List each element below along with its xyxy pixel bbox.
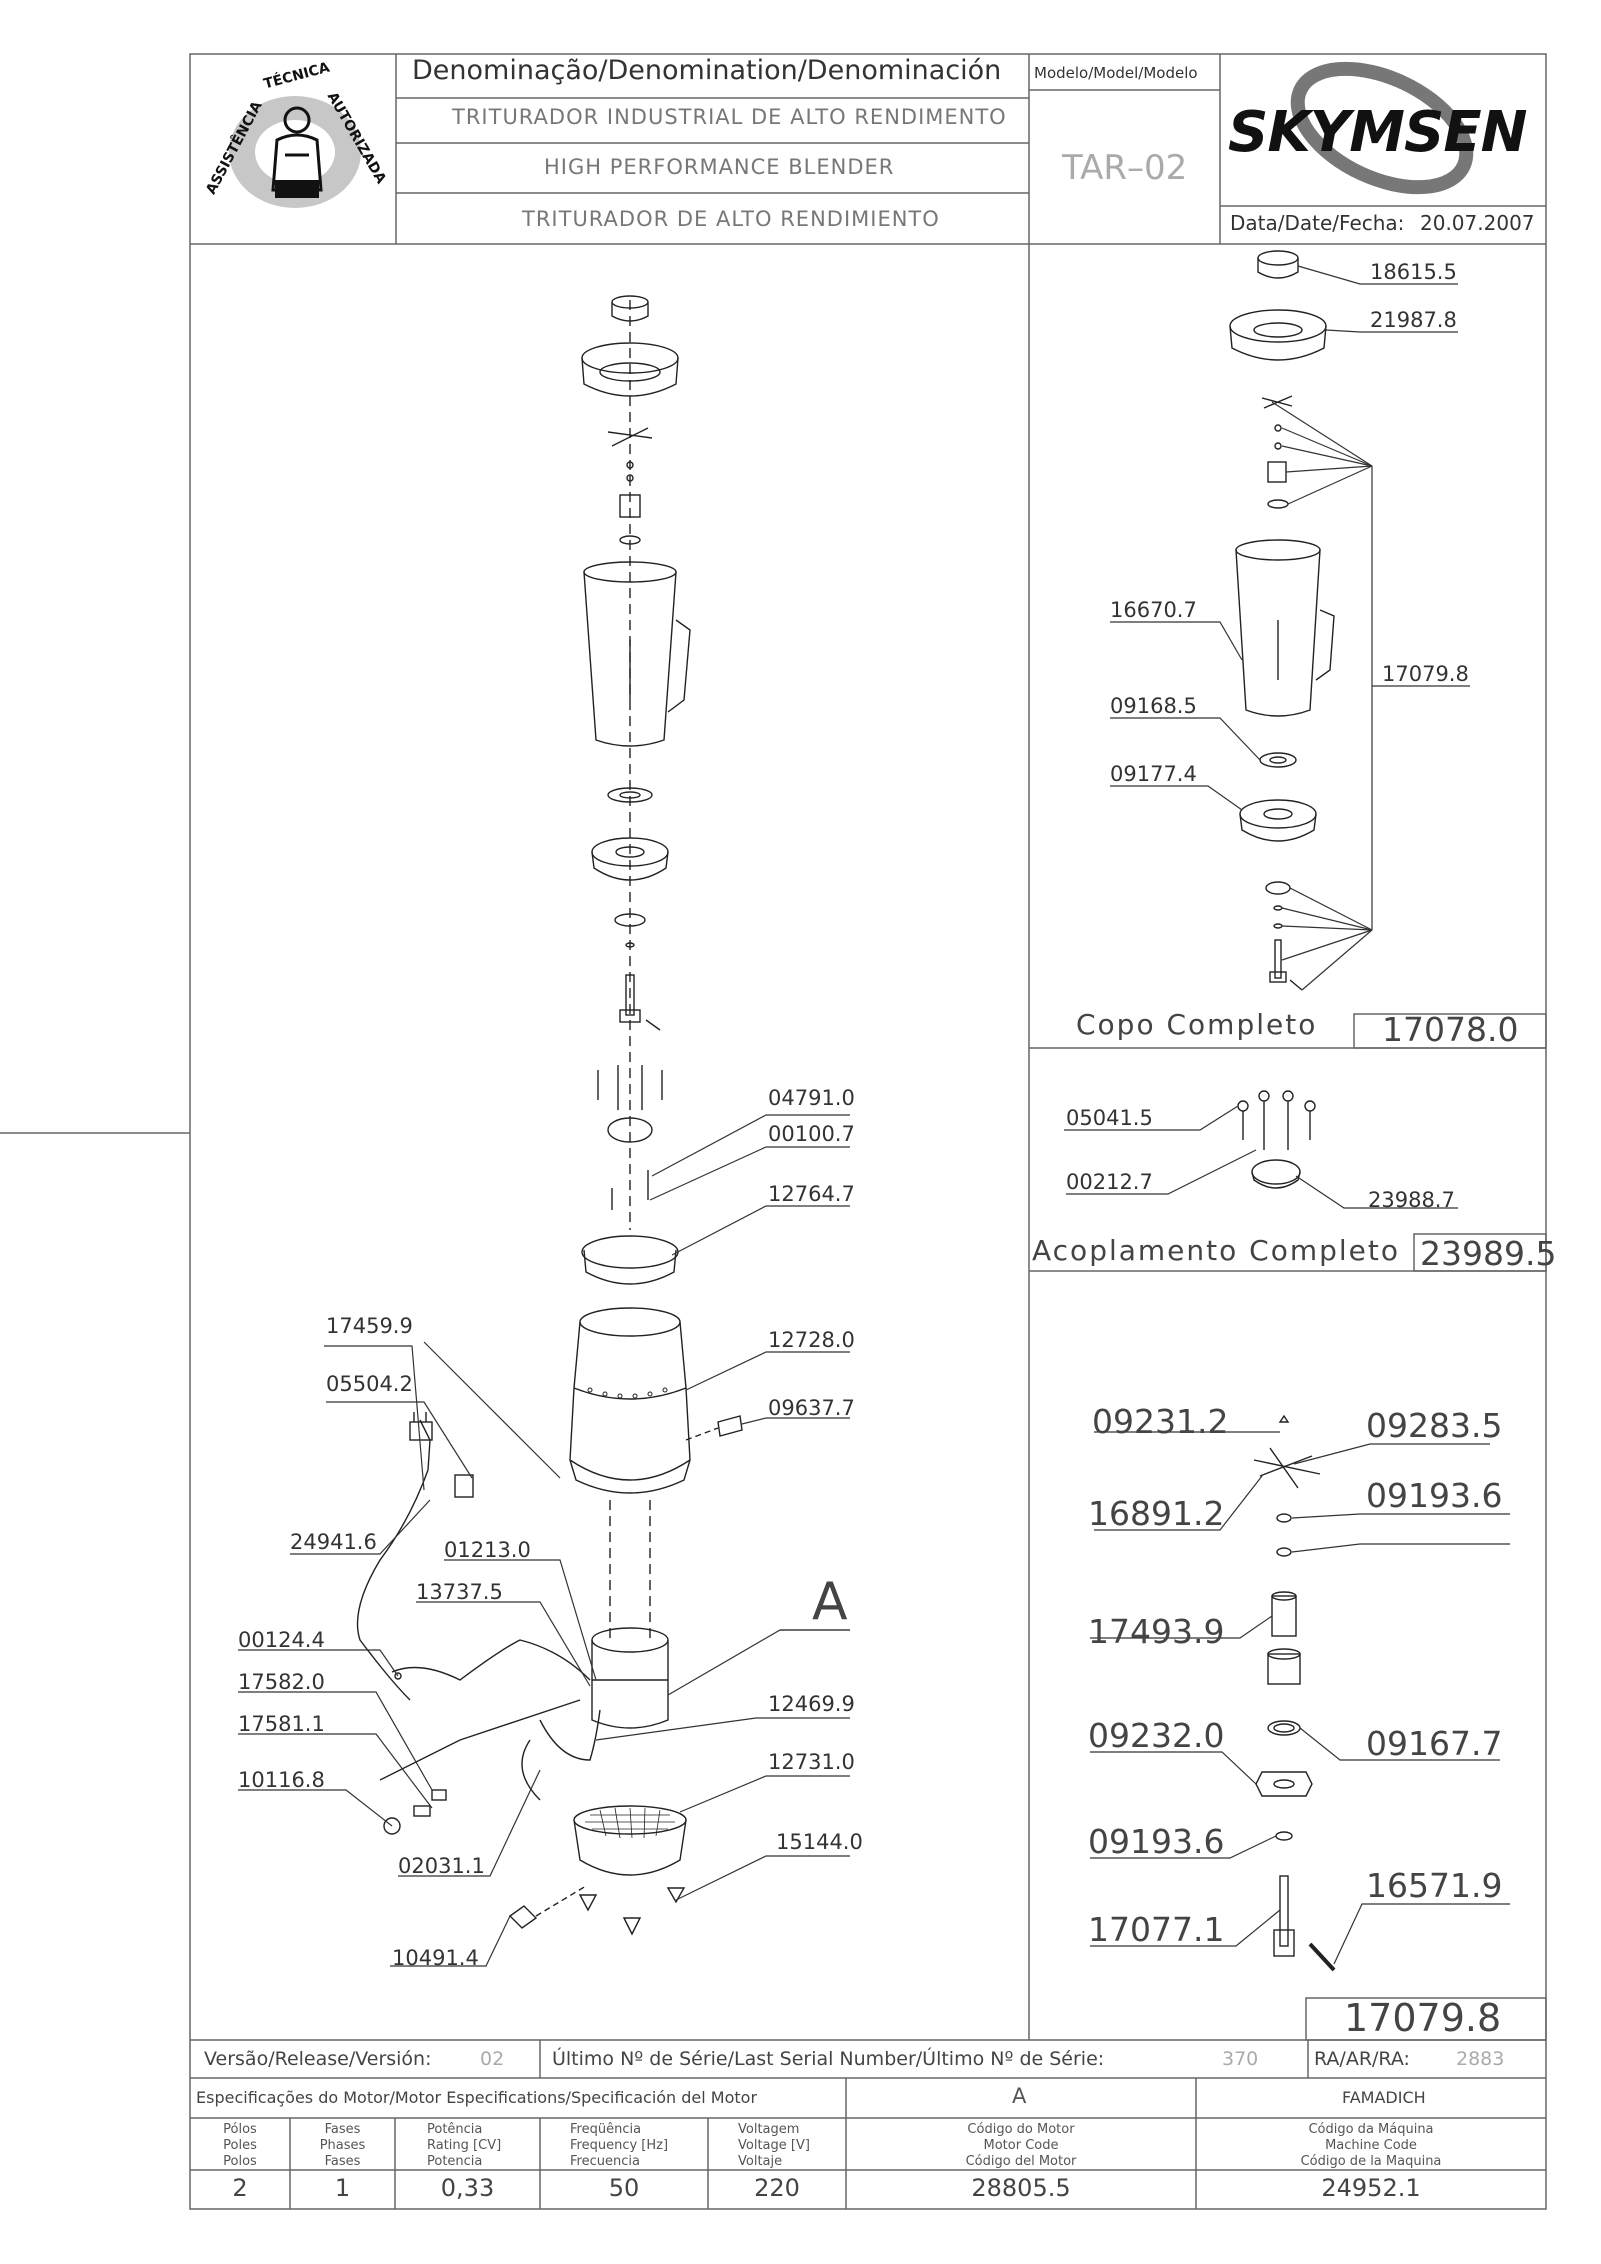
- part-label: 09177.4: [1110, 762, 1197, 786]
- part-label: 09637.7: [768, 1396, 855, 1420]
- part-label: 16670.7: [1110, 598, 1197, 622]
- coupling-assembly-title: Acoplamento Completo: [1032, 1234, 1401, 1267]
- part-label: 00212.7: [1066, 1170, 1153, 1194]
- part-label: 02031.1: [398, 1854, 485, 1878]
- part-label: 01213.0: [444, 1538, 531, 1562]
- part-label: 16891.2: [1088, 1494, 1225, 1533]
- date-label: Data/Date/Fecha:: [1230, 211, 1405, 235]
- version-label: Versão/Release/Versión:: [204, 2048, 432, 2070]
- denomination-label: Denominação/Denomination/Denominación: [412, 55, 1002, 86]
- version-value: 02: [480, 2048, 505, 2070]
- part-label: 09167.7: [1366, 1724, 1503, 1763]
- part-label: 24941.6: [290, 1530, 377, 1554]
- motor-maker: FAMADICH: [1342, 2088, 1426, 2107]
- part-label: 09168.5: [1110, 694, 1197, 718]
- part-label: 09283.5: [1366, 1406, 1503, 1445]
- part-label: 00124.4: [238, 1628, 325, 1652]
- skymsen-logo: SKYMSEN: [1222, 58, 1544, 204]
- part-label: 00100.7: [768, 1122, 855, 1146]
- ra-label: RA/AR/RA:: [1314, 2048, 1410, 2070]
- date-value: 20.07.2007: [1420, 211, 1535, 235]
- part-label: 17582.0: [238, 1670, 325, 1694]
- val-poles: 2: [232, 2174, 248, 2202]
- part-label: 10116.8: [238, 1768, 325, 1792]
- part-label: 15144.0: [776, 1830, 863, 1854]
- model-label: Modelo/Model/Modelo: [1034, 64, 1198, 82]
- part-label: 17077.1: [1088, 1910, 1225, 1949]
- val-volt: 220: [754, 2174, 800, 2202]
- name-es: TRITURADOR DE ALTO RENDIMIENTO: [522, 207, 940, 231]
- part-label: 09193.6: [1366, 1476, 1503, 1515]
- part-label: 17493.9: [1088, 1612, 1225, 1651]
- cup-assembly-title: Copo Completo: [1076, 1008, 1318, 1041]
- cup-assembly-code: 17078.0: [1382, 1010, 1519, 1049]
- part-label: 05041.5: [1066, 1106, 1153, 1130]
- ra-value: 2883: [1456, 2048, 1505, 2070]
- brand-name: SKYMSEN: [1228, 100, 1527, 165]
- part-label: 21987.8: [1370, 308, 1457, 332]
- val-phases: 1: [334, 2174, 351, 2202]
- badge-icon: [229, 96, 361, 208]
- part-label: 12469.9: [768, 1692, 855, 1716]
- part-label: 17581.1: [238, 1712, 325, 1736]
- part-label: 13737.5: [416, 1580, 503, 1604]
- model-value: TAR–02: [1062, 148, 1188, 188]
- val-motor-code: 28805.5: [971, 2174, 1071, 2202]
- part-label: 12731.0: [768, 1750, 855, 1774]
- val-machine-code: 24952.1: [1321, 2174, 1421, 2202]
- part-label: 23988.7: [1368, 1188, 1455, 1212]
- logo-swoosh-icon: [1290, 61, 1474, 195]
- serial-label: Último Nº de Série/Last Serial Number/Úl…: [552, 2048, 1105, 2070]
- part-label: 09231.2: [1092, 1402, 1229, 1441]
- part-label: 05504.2: [326, 1372, 413, 1396]
- authorized-assistance-badge: TÉCNICA ASSISTÊNCIA AUTORIZADA: [203, 60, 389, 235]
- detail-a-label: A: [812, 1572, 848, 1632]
- part-label: 17459.9: [326, 1314, 413, 1338]
- part-label: 09193.6: [1088, 1822, 1225, 1861]
- coupling-assembly-code: 23989.5: [1420, 1234, 1557, 1273]
- part-label: 18615.5: [1370, 260, 1457, 284]
- part-label: 09232.0: [1088, 1716, 1225, 1755]
- val-power: 0,33: [440, 2174, 495, 2202]
- part-label: 10491.4: [392, 1946, 479, 1970]
- val-freq: 50: [608, 2174, 640, 2202]
- serial-value: 370: [1222, 2048, 1259, 2070]
- part-label: 16571.9: [1366, 1866, 1503, 1905]
- part-label: 04791.0: [768, 1086, 855, 1110]
- part-label: 12728.0: [768, 1328, 855, 1352]
- blade-assembly-code: 17079.8: [1344, 1996, 1502, 2040]
- name-pt: TRITURADOR INDUSTRIAL DE ALTO RENDIMENTO: [452, 105, 1007, 129]
- motor-spec-label: Especificações do Motor/Motor Especifica…: [196, 2088, 758, 2107]
- part-label: 17079.8: [1382, 662, 1469, 686]
- name-en: HIGH PERFORMANCE BLENDER: [544, 155, 895, 179]
- motor-letter: A: [1012, 2084, 1027, 2108]
- part-label: 12764.7: [768, 1182, 855, 1206]
